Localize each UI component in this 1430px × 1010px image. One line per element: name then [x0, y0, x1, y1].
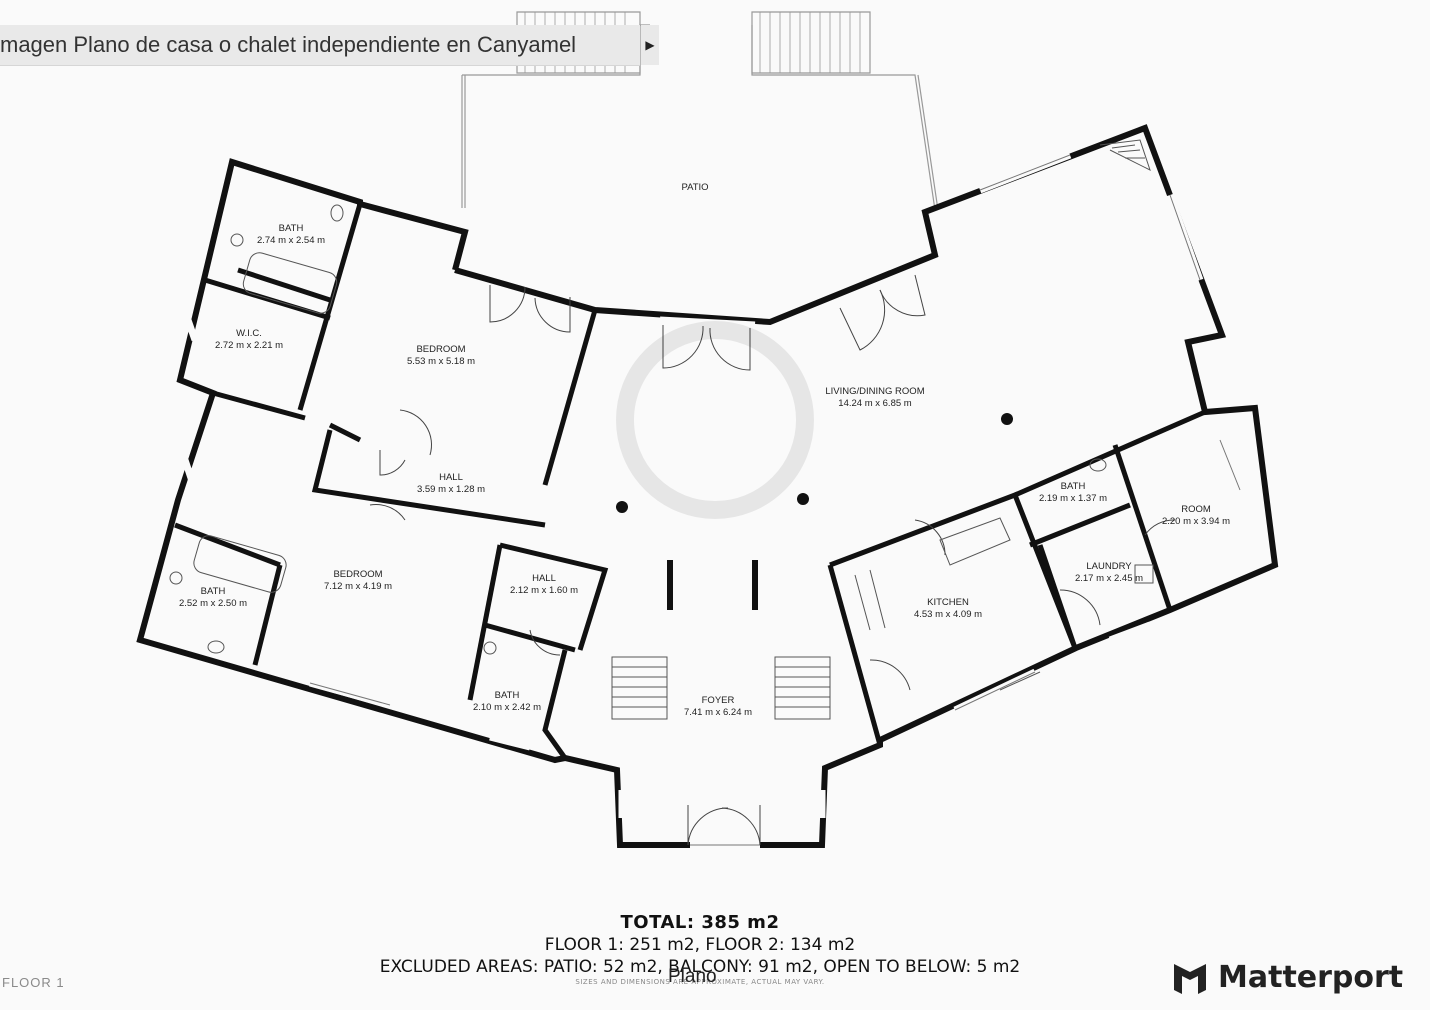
room-name-label: LAUNDRY: [1086, 561, 1132, 572]
room-name-label: BEDROOM: [416, 344, 465, 355]
area-totals: TOTAL: 385 m2 FLOOR 1: 251 m2, FLOOR 2: …: [270, 912, 1130, 986]
excluded-areas: EXCLUDED AREAS: PATIO: 52 m2, BALCONY: 9…: [379, 957, 1021, 977]
fixtures: [169, 204, 1154, 691]
room-name-label: BATH: [495, 690, 520, 701]
room-name-label: ROOM: [1181, 504, 1211, 515]
interior-walls: [174, 203, 1207, 760]
matterport-logo-icon: [1174, 964, 1206, 994]
floor-areas: FLOOR 1: 251 m2, FLOOR 2: 134 m2: [544, 935, 856, 955]
floor-label: FLOOR 1: [2, 975, 65, 990]
room-name-label: HALL: [532, 573, 556, 584]
room-dimensions-label: 2.20 m x 3.94 m: [1162, 516, 1230, 527]
room-name-label: HALL: [439, 472, 463, 483]
room-name-label: W.I.C.: [236, 328, 262, 339]
watermark-logo-icon: [616, 321, 814, 519]
room-name-label: LIVING/DINING ROOM: [825, 386, 924, 397]
room-name-label: KITCHEN: [927, 597, 969, 608]
room-name-label: BATH: [279, 223, 304, 234]
room-dimensions-label: 7.12 m x 4.19 m: [324, 581, 392, 592]
room-name-label: BEDROOM: [333, 569, 382, 580]
columns: [616, 413, 1013, 513]
caption-expand-icon[interactable]: ▶: [641, 25, 659, 65]
disclaimer: SIZES AND DIMENSIONS ARE APPROXIMATE, AC…: [575, 978, 825, 986]
room-name-label: BATH: [1061, 481, 1086, 492]
room-name-label: FOYER: [702, 695, 735, 706]
room-dimensions-label: 14.24 m x 6.85 m: [838, 398, 911, 409]
room-dimensions-label: 5.53 m x 5.18 m: [407, 356, 475, 367]
brand: Matterport: [1172, 958, 1403, 996]
room-name-label: PATIO: [681, 182, 708, 193]
patio-area: [461, 11, 939, 211]
room-dimensions-label: 2.74 m x 2.54 m: [257, 235, 325, 246]
room-dimensions-label: 2.72 m x 2.21 m: [215, 340, 283, 351]
room-dimensions-label: 2.12 m x 1.60 m: [510, 585, 578, 596]
plano-overlay-label: Plano: [668, 966, 717, 987]
room-dimensions-label: 2.10 m x 2.42 m: [473, 702, 541, 713]
room-dimensions-label: 7.41 m x 6.24 m: [684, 707, 752, 718]
exterior-walls: [136, 124, 1279, 848]
room-dimensions-label: 3.59 m x 1.28 m: [417, 484, 485, 495]
foyer-pillars: [667, 560, 758, 610]
total-area: TOTAL: 385 m2: [620, 912, 780, 933]
room-dimensions-label: 4.53 m x 4.09 m: [914, 609, 982, 620]
room-dimensions-label: 2.17 m x 2.45 m: [1075, 573, 1143, 584]
room-name-label: BATH: [201, 586, 226, 597]
corner-stair: [1099, 139, 1151, 171]
room-dimensions-label: 2.19 m x 1.37 m: [1039, 493, 1107, 504]
image-caption: magen Plano de casa o chalet independien…: [0, 25, 640, 66]
room-dimensions-label: 2.52 m x 2.50 m: [179, 598, 247, 609]
doors: [369, 274, 1176, 846]
brand-name: Matterport: [1218, 959, 1404, 995]
window-frames: [309, 154, 1241, 846]
foyer-stairs: [611, 656, 831, 720]
